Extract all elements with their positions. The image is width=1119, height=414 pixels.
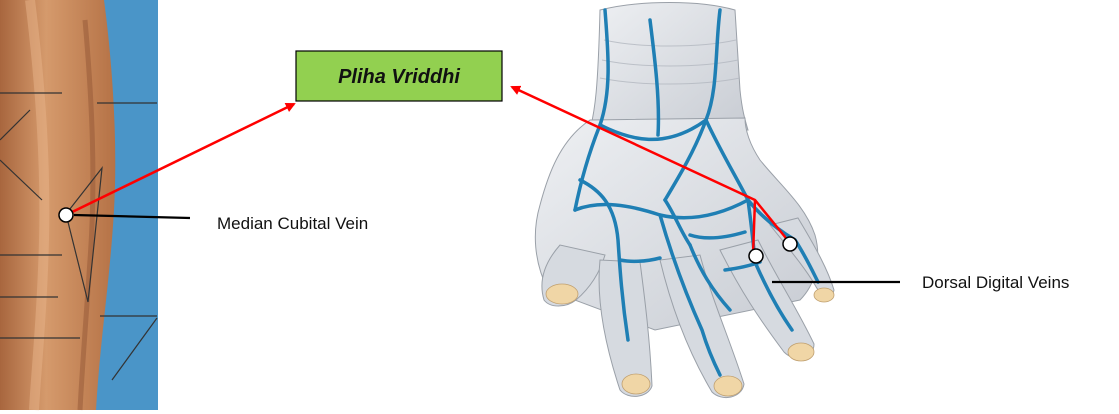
forearm-image (0, 0, 158, 410)
dorsal-digital-marker-left (749, 249, 763, 263)
hand-image (535, 3, 834, 398)
median-cubital-label: Median Cubital Vein (217, 214, 368, 233)
dorsal-digital-label: Dorsal Digital Veins (922, 273, 1069, 292)
middle-nail (714, 376, 742, 396)
thumb-nail (546, 284, 578, 304)
ring-nail (788, 343, 814, 361)
title-box: Pliha Vriddhi (296, 51, 502, 101)
median-cubital-marker (59, 208, 73, 222)
dorsal-digital-marker-right (783, 237, 797, 251)
index-nail (622, 374, 650, 394)
title-text: Pliha Vriddhi (338, 66, 460, 88)
little-nail (814, 288, 834, 302)
